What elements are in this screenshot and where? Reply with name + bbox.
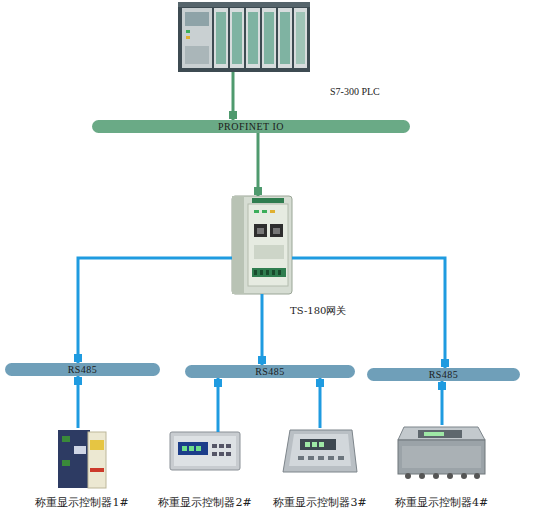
bus-connector: [316, 378, 324, 428]
device-label: TS-180网关: [290, 304, 346, 318]
connector-port: [74, 354, 82, 362]
bus-label: PROFINET IO: [92, 120, 410, 133]
bus-connector: [258, 294, 266, 365]
bus-connector: [229, 72, 237, 120]
connector-port: [258, 356, 266, 364]
gateway-device: TS-180网关: [232, 196, 292, 294]
bus-connector: [214, 378, 222, 432]
weighing-controller: 称重显示控制器3#: [283, 428, 357, 472]
bus-connector: [254, 133, 262, 196]
connector-line: [78, 258, 232, 363]
connector-port: [316, 379, 324, 387]
rs485-bus: RS485: [5, 363, 160, 376]
bus-label: RS485: [185, 365, 355, 378]
connector-line: [261, 294, 264, 365]
bus-label: RS485: [367, 368, 520, 381]
connector-port: [229, 111, 237, 119]
weighing-controller: 称重显示控制器1#: [58, 428, 106, 488]
connector-port: [74, 377, 82, 385]
profinet-bus: PROFINET IO: [92, 120, 410, 133]
bus-band-fill: [367, 368, 520, 381]
connector-port: [214, 379, 222, 387]
connector-line: [257, 133, 260, 196]
device-label: 称重显示控制器1#: [35, 495, 128, 510]
device-label: 称重显示控制器3#: [273, 495, 366, 510]
controller-1-illustration: [58, 430, 106, 488]
connector-port: [438, 382, 446, 390]
bus-label: RS485: [5, 363, 160, 376]
controller-4-illustration: [398, 427, 485, 479]
bus-band-fill: [185, 365, 355, 378]
bus-band-fill: [5, 363, 160, 376]
device-label: 称重显示控制器2#: [158, 495, 251, 510]
weighing-controller: 称重显示控制器4#: [398, 425, 485, 478]
weighing-controller: 称重显示控制器2#: [170, 432, 240, 470]
bus-band-fill: [92, 120, 410, 133]
rs485-bus: RS485: [367, 368, 520, 381]
gateway-illustration: [232, 196, 292, 294]
plc-unit: S7-300 PLC: [178, 2, 310, 72]
connector-port: [254, 187, 262, 195]
controller-2-illustration: [170, 432, 240, 470]
bus-connector: [74, 376, 82, 428]
controller-3-illustration: [283, 430, 357, 472]
device-label: 称重显示控制器4#: [395, 495, 488, 510]
device-label: S7-300 PLC: [330, 86, 380, 97]
rs485-bus: RS485: [185, 365, 355, 378]
connector-port: [441, 359, 449, 367]
bus-connector: [438, 381, 446, 425]
bus-connector: [74, 258, 232, 363]
plc-illustration: [178, 2, 310, 72]
